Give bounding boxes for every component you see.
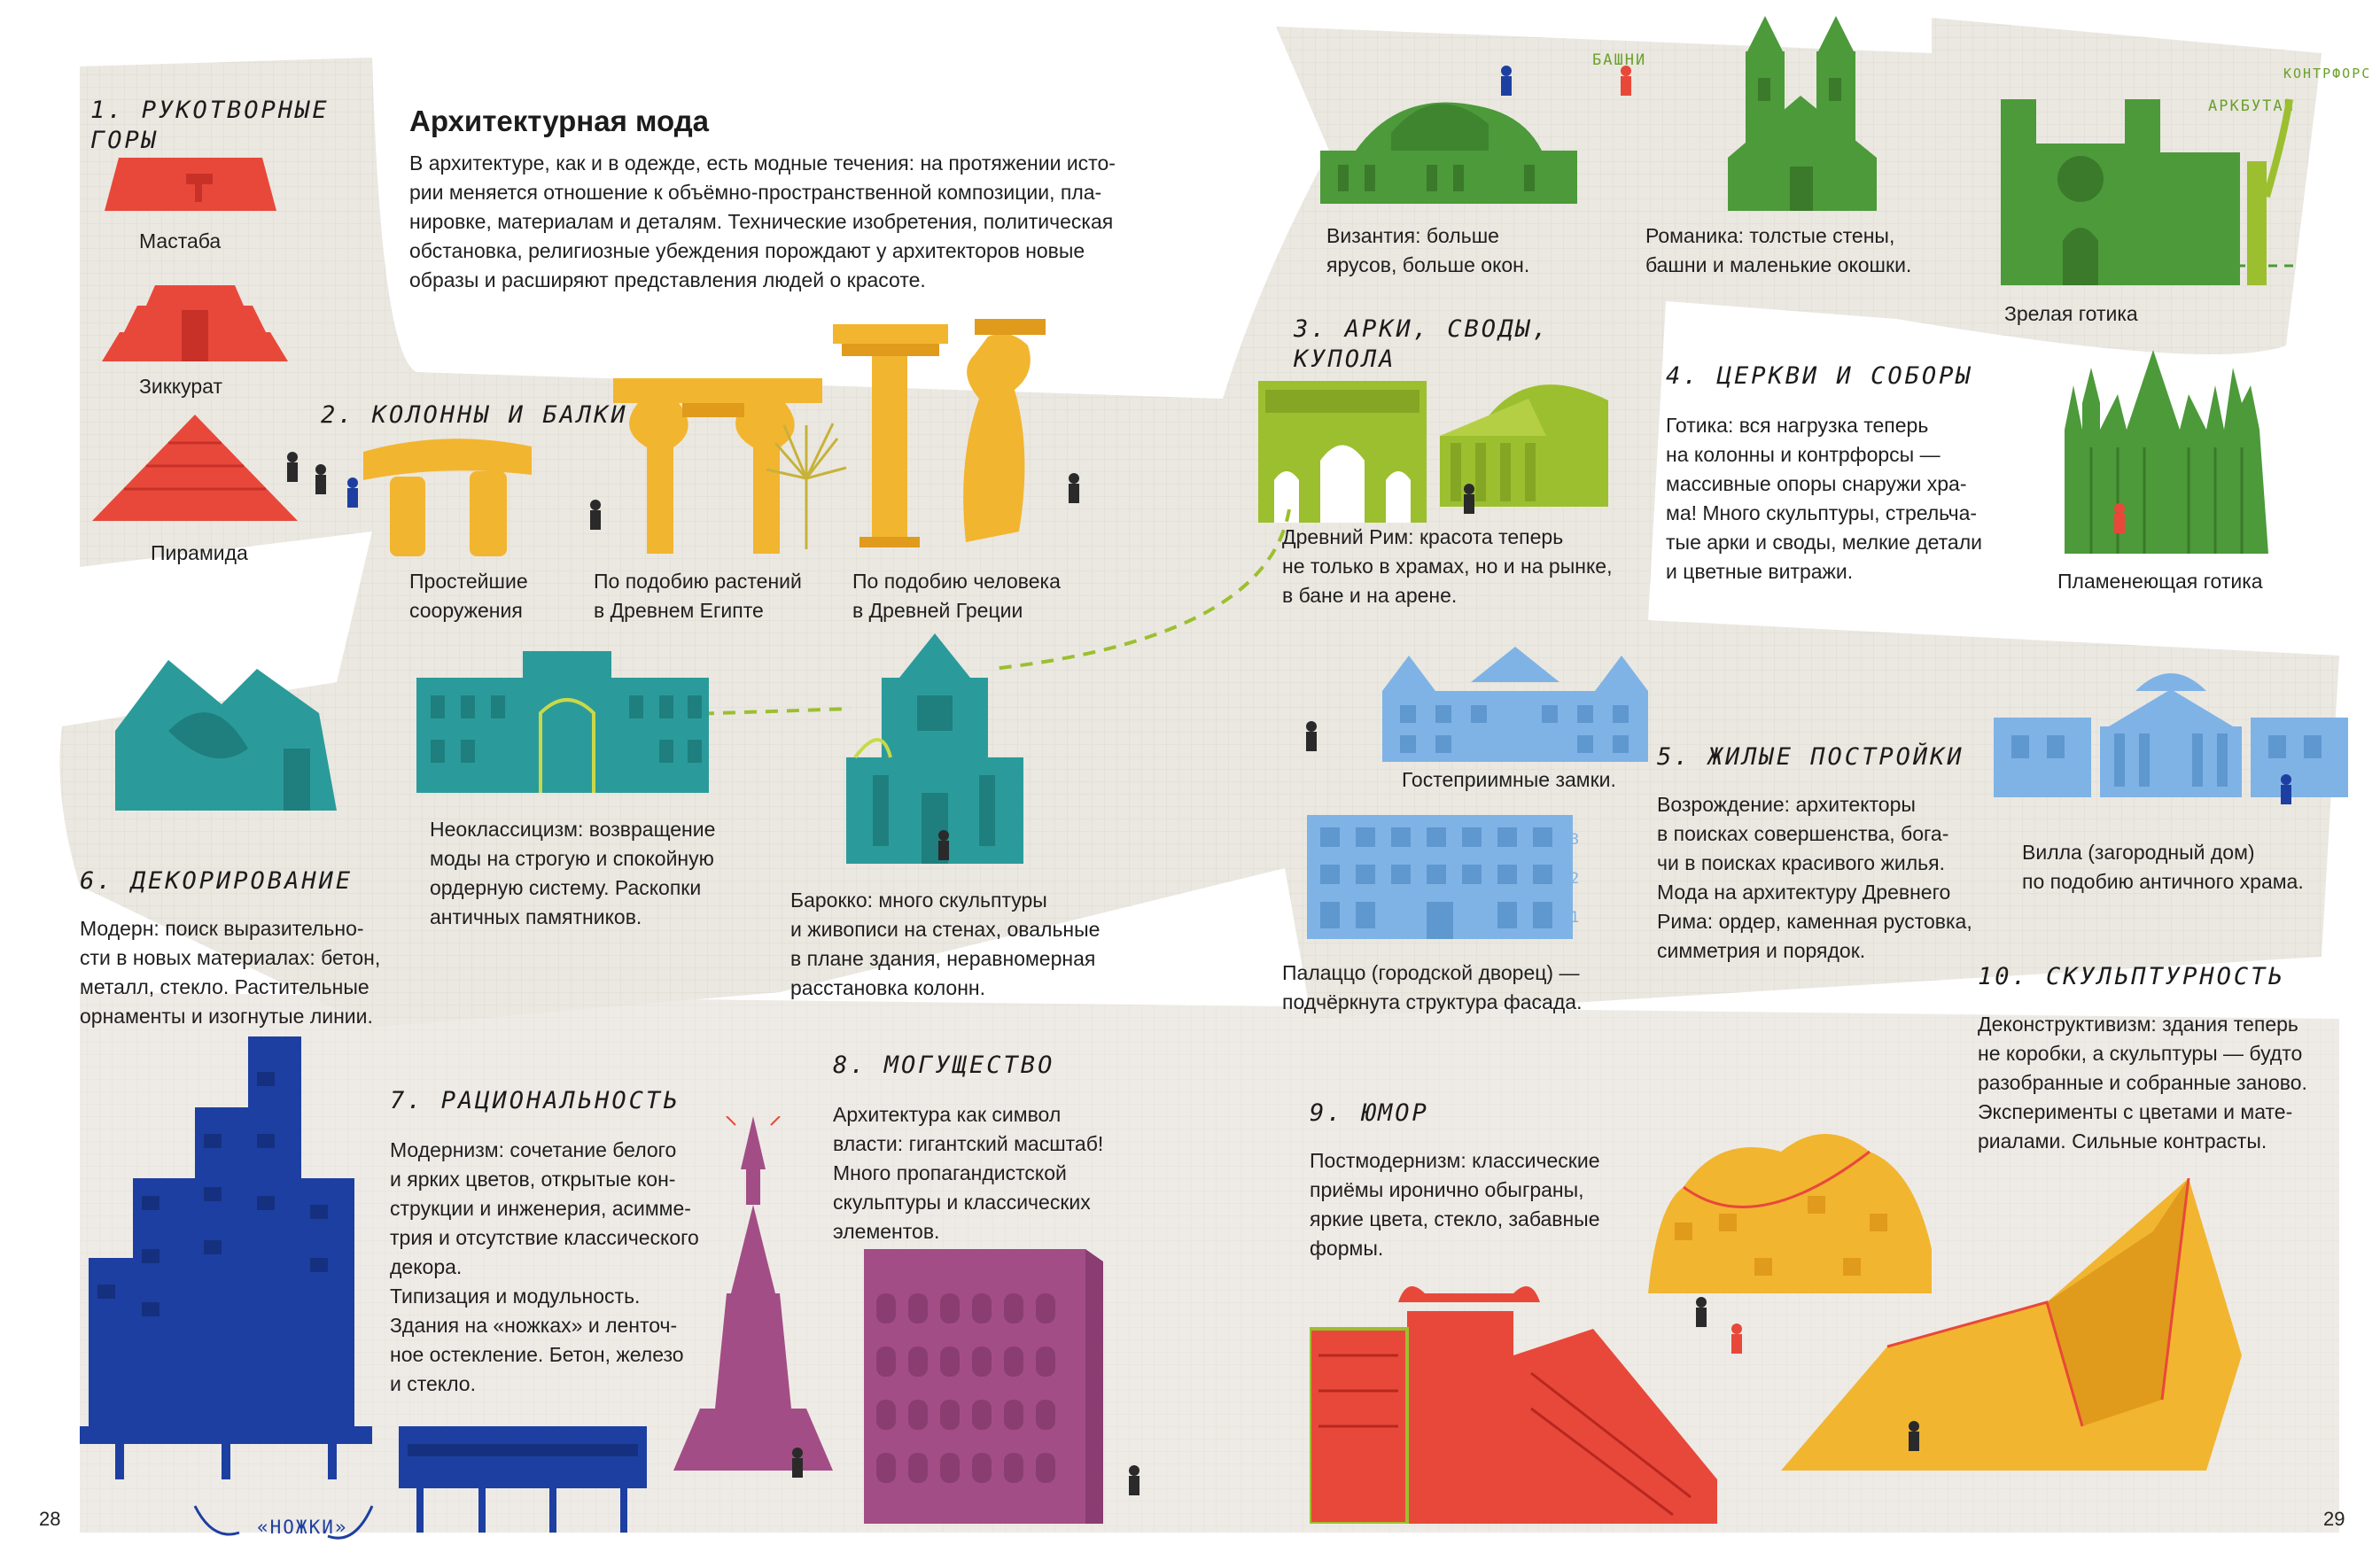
- caption-baroque: Барокко: много скульптуры и живописи на …: [790, 889, 1101, 999]
- section-4-heading: 4. ЦЕРКВИ И СОБОРЫ: [1666, 362, 1973, 390]
- palazzo-illustration: [1307, 815, 1573, 939]
- caption-byzantium: Византия: больше ярусов, больше окон.: [1326, 224, 1530, 276]
- section-5-heading: 5. ЖИЛЫЕ ПОСТРОЙКИ: [1657, 743, 1964, 771]
- floor-label-2: 2: [1570, 870, 1582, 888]
- section-3-heading: 3. АРКИ, СВОДЫ, КУПОЛА: [1294, 315, 1550, 373]
- section-6-heading: 6. ДЕКОРИРОВАНИЕ: [80, 867, 354, 895]
- mature-gothic-illustration: [2001, 98, 2293, 285]
- caption-greece: По подобию человека в Древней Греции: [852, 570, 1061, 622]
- square-colosseum-illustration: [864, 1249, 1103, 1524]
- caption-romanesque: Романика: толстые стены, башни и маленьк…: [1645, 224, 1912, 276]
- baroque-illustration: [846, 633, 1023, 864]
- caption-egypt: По подобию растений в Древнем Египте: [594, 570, 802, 622]
- rational-tower-illustration: [80, 1036, 372, 1479]
- caption-castles: Гостеприимные замки.: [1402, 768, 1616, 791]
- deconstr-text: Деконструктивизм: здания теперь не короб…: [1978, 1013, 2307, 1153]
- section-7-heading: 7. РАЦИОНАЛЬНОСТЬ: [390, 1087, 681, 1114]
- ziggurat-illustration: [102, 285, 288, 361]
- legs-arrows: [193, 1505, 374, 1540]
- gehry-illustration: [1648, 1134, 1932, 1293]
- villa-savoye-illustration: [399, 1426, 647, 1533]
- caption-flaming-gothic: Пламенеющая готика: [2057, 570, 2263, 593]
- section-9-heading: 9. ЮМОР: [1310, 1099, 1429, 1127]
- modernism-text: Модернизм: сочетание белого и ярких цвет…: [390, 1138, 699, 1395]
- caption-ziggurat: Зиккурат: [139, 375, 222, 398]
- dolmen-illustration: [363, 439, 532, 556]
- caption-simplest: Простейшие сооружения: [409, 570, 528, 622]
- pyramid-illustration: [92, 415, 298, 521]
- greek-order-illustration: [833, 319, 1046, 547]
- romanesque-illustration: [1728, 16, 1877, 211]
- libeskind-illustration: [1781, 1178, 2242, 1471]
- intro-text: В архитектуре, как и в одежде, есть модн…: [409, 151, 1116, 291]
- page-number-right: 29: [2323, 1508, 2345, 1530]
- renaissance-text: Возрождение: архитекторы в поисках совер…: [1657, 793, 1972, 962]
- label-towers: БАШНИ: [1592, 51, 1647, 69]
- section-1-heading: 1. РУКОТВОРНЫЕ ГОРЫ: [90, 97, 330, 154]
- triumphal-arch-illustration: [1258, 381, 1427, 523]
- gothic-text: Готика: вся нагрузка теперь на колонны и…: [1666, 414, 1982, 583]
- modern-illustration: [115, 660, 337, 811]
- caption-palazzo: Палаццо (городской дворец) — подчёркнута…: [1282, 961, 1583, 1013]
- papyrus-plant-illustration: [766, 423, 847, 549]
- modern-text: Модерн: поиск выразительно- сти в новых …: [80, 917, 381, 1028]
- mastaba-illustration: [105, 158, 276, 211]
- castle-illustration: [1382, 647, 1648, 762]
- label-legs: «НОЖКИ»: [257, 1517, 348, 1538]
- postmodern-text: Постмодернизм: классические приёмы ирони…: [1310, 1149, 1600, 1260]
- floor-label-3: 3: [1570, 831, 1582, 849]
- villa-illustration: [1994, 673, 2348, 797]
- power-text: Архитектура как символ власти: гигантски…: [833, 1103, 1104, 1243]
- byzantium-illustration: [1320, 102, 1577, 204]
- egypt-columns-illustration: [613, 378, 822, 554]
- page-number-left: 28: [39, 1508, 61, 1530]
- section-2-heading: 2. КОЛОННЫ И БАЛКИ: [321, 401, 628, 429]
- label-arcbutan: АРКБУТАН: [2208, 97, 2295, 115]
- caption-villa: Вилла (загородный дом) по подобию античн…: [2022, 841, 2304, 893]
- postmodern-illustration: [1310, 1286, 1717, 1524]
- caption-pyramid: Пирамида: [151, 541, 248, 564]
- caption-neoclassic: Неоклассицизм: возвращение моды на строг…: [430, 818, 716, 928]
- pantheon-illustration: [1440, 384, 1608, 507]
- flaming-gothic-illustration: [2065, 350, 2268, 554]
- floor-label-1: 1: [1570, 909, 1582, 927]
- page-title: Архитектурная мода: [409, 105, 709, 137]
- section-8-heading: 8. МОГУЩЕСТВО: [833, 1052, 1055, 1079]
- neoclassic-illustration: [416, 651, 709, 793]
- caption-mature-gothic: Зрелая готика: [2004, 302, 2138, 325]
- road-bottom: [80, 992, 2339, 1533]
- label-contrfors: КОНТРФОРС: [2283, 66, 2372, 82]
- caption-mastaba: Мастаба: [139, 229, 222, 252]
- section-10-heading: 10. СКУЛЬПТУРНОСТЬ: [1978, 963, 2285, 990]
- power-tower-illustration: [673, 1116, 833, 1471]
- caption-rome: Древний Рим: красота теперь не только в …: [1282, 525, 1613, 607]
